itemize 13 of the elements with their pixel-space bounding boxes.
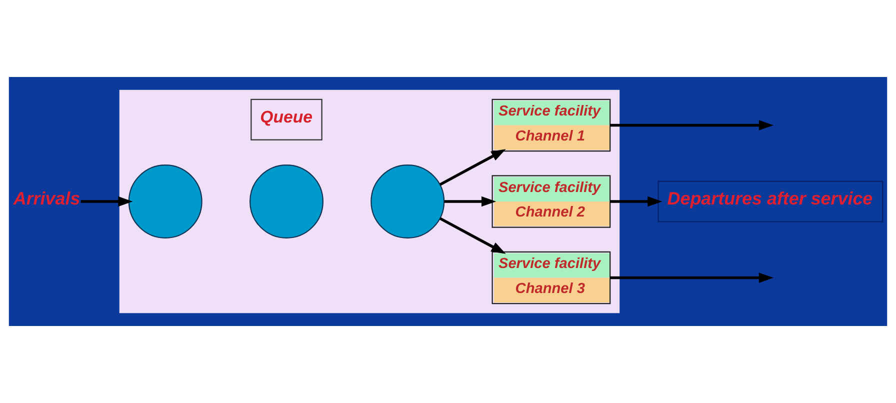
- node-box: Queue: [250, 98, 322, 140]
- arrow: [444, 196, 496, 207]
- node-text: Arrivals: [13, 188, 80, 209]
- node-circle: [128, 164, 202, 239]
- node-box: Departures after service: [658, 180, 884, 222]
- arrow: [610, 272, 774, 283]
- arrow: [610, 120, 774, 130]
- arrow: [80, 196, 133, 207]
- arrow: [439, 149, 506, 186]
- node-circle: [370, 164, 445, 239]
- arrow: [610, 196, 662, 207]
- arrow: [439, 217, 506, 254]
- node-circle: [249, 164, 324, 239]
